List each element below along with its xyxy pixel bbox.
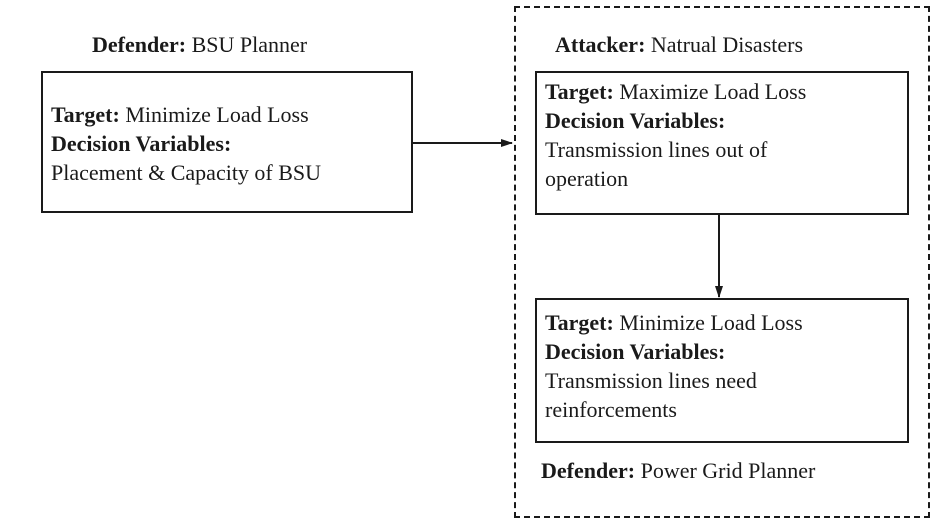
grid-variables-label: Decision Variables:	[545, 337, 803, 366]
grid-variables-line2: reinforcements	[545, 397, 677, 422]
attacker-heading: Attacker: Natrual Disasters	[555, 30, 803, 59]
bsu-planner-role-value: BSU Planner	[191, 32, 308, 57]
attacker-variables-line1: Transmission lines out of	[545, 137, 768, 162]
attacker-box: Target: Maximize Load Loss Decision Vari…	[535, 71, 909, 215]
grid-defender-content: Target: Minimize Load Loss Decision Vari…	[545, 308, 803, 424]
bsu-target-line: Target: Minimize Load Loss	[51, 100, 321, 129]
grid-target-label: Target:	[545, 310, 614, 335]
grid-defender-box: Target: Minimize Load Loss Decision Vari…	[535, 298, 909, 443]
grid-variables-line1: Transmission lines need	[545, 368, 757, 393]
attacker-defender-container	[514, 6, 930, 518]
attacker-target-label: Target:	[545, 79, 614, 104]
grid-defender-role-value: Power Grid Planner	[640, 458, 816, 483]
grid-defender-heading: Defender: Power Grid Planner	[541, 456, 815, 485]
bsu-target-value: Minimize Load Loss	[125, 102, 309, 127]
bsu-planner-heading: Defender: BSU Planner	[92, 30, 307, 59]
grid-target-value: Minimize Load Loss	[619, 310, 803, 335]
attacker-target-line: Target: Maximize Load Loss	[545, 77, 806, 106]
attacker-content: Target: Maximize Load Loss Decision Vari…	[545, 77, 806, 193]
grid-target-line: Target: Minimize Load Loss	[545, 308, 803, 337]
bsu-variables-value: Placement & Capacity of BSU	[51, 160, 322, 185]
bsu-variables-label: Decision Variables:	[51, 129, 321, 158]
attacker-target-value: Maximize Load Loss	[619, 79, 807, 104]
attacker-role-value: Natrual Disasters	[650, 32, 804, 57]
bsu-target-label: Target:	[51, 102, 120, 127]
bsu-planner-content: Target: Minimize Load Loss Decision Vari…	[51, 100, 321, 187]
bsu-variables-label-text: Decision Variables:	[51, 131, 232, 156]
attacker-role-label: Attacker:	[555, 32, 646, 57]
grid-defender-role-label: Defender:	[541, 458, 636, 483]
grid-variables-label-text: Decision Variables:	[545, 339, 726, 364]
bsu-planner-box: Target: Minimize Load Loss Decision Vari…	[41, 71, 413, 213]
bsu-planner-role-label: Defender:	[92, 32, 187, 57]
attacker-variables-label-text: Decision Variables:	[545, 108, 726, 133]
attacker-variables-label: Decision Variables:	[545, 106, 806, 135]
attacker-variables-line2: operation	[545, 166, 629, 191]
